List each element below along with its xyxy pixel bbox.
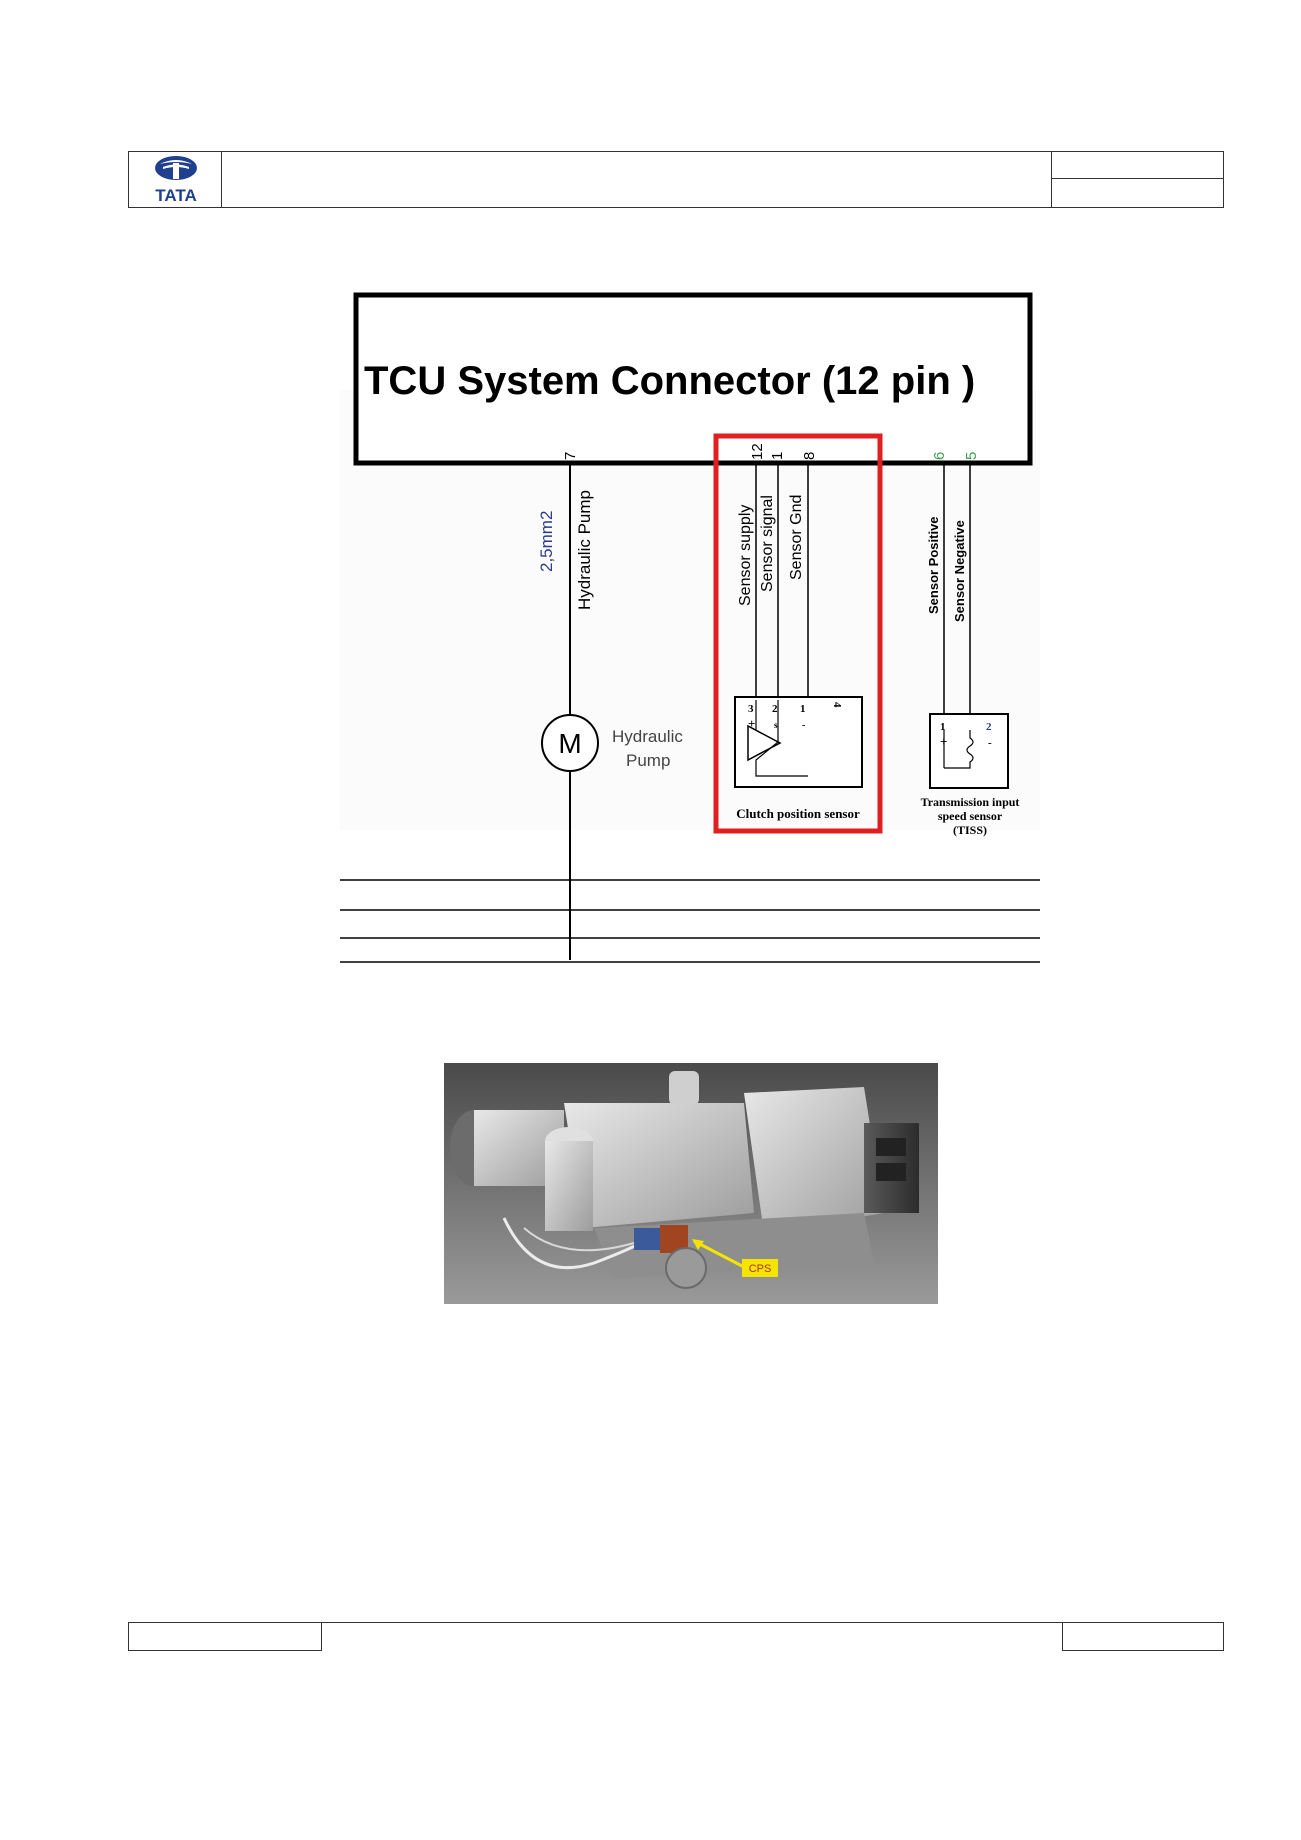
cps-terminal-dot: - — [802, 720, 805, 731]
cps-callout-arrowhead — [692, 1239, 704, 1250]
logo-wordmark: TATA — [155, 186, 197, 205]
photo-top-cap — [669, 1071, 699, 1105]
cps-terminal-2: 2 — [772, 703, 778, 715]
cps-callout-arrow — [693, 1239, 745, 1269]
pin-number-5: 5 — [963, 452, 980, 460]
photo-valve-block — [744, 1087, 884, 1233]
cps-terminal-4: 4 — [831, 702, 843, 708]
photo-main-housing — [564, 1103, 754, 1228]
tiss-terminal-2: 2 — [986, 721, 992, 733]
photo-front-motor — [545, 1141, 593, 1231]
photo-cps-plug — [634, 1228, 660, 1250]
tata-logo-icon: TATA — [155, 156, 197, 205]
photo-gear — [665, 1247, 707, 1289]
sensor-gnd-label: Sensor Gnd — [788, 495, 805, 580]
pin-number-7: 7 — [562, 452, 579, 460]
tiss-label-line1: Transmission input — [921, 795, 1020, 809]
tiss-label-line2: speed sensor — [938, 809, 1003, 823]
motor-letter: M — [558, 728, 581, 759]
tiss-coil-symbol — [944, 730, 974, 769]
page-footer — [128, 1622, 1224, 1651]
tcu-connector-box — [353, 292, 1033, 466]
connector-title: TCU System Connector (12 pin ) — [364, 359, 975, 403]
pin-number-6: 6 — [931, 452, 948, 460]
cps-internal-wiring — [755, 700, 808, 777]
pin-number-12: 12 — [749, 443, 766, 460]
footer-middle-rule — [322, 1622, 1062, 1623]
wiring-diagram: TCU System Connector (12 pin ) 7 12 1 8 … — [340, 292, 1040, 963]
cps-terminal-3: 3 — [748, 703, 754, 715]
cps-highlight-box — [713, 433, 883, 834]
header-meta-cell — [1051, 152, 1223, 207]
sensor-supply-label: Sensor supply — [737, 505, 754, 606]
cps-terminal-1: 1 — [800, 703, 806, 715]
tiss-label-line3: (TISS) — [953, 823, 987, 837]
cps-label: Clutch position sensor — [736, 806, 860, 821]
photo-wire-2 — [523, 1227, 635, 1252]
motor-symbol — [541, 714, 599, 772]
footer-right-cell — [1062, 1622, 1224, 1651]
tata-logo: TATA — [141, 154, 211, 206]
header-meta-divider — [1052, 178, 1223, 179]
motor-label-line1: Hydraulic — [612, 727, 683, 746]
sensor-signal-label: Sensor signal — [759, 495, 776, 592]
tiss-terminal-minus: - — [988, 737, 992, 749]
pin-number-8: 8 — [801, 452, 818, 460]
pin-number-1: 1 — [769, 452, 786, 460]
footer-left-cell — [128, 1622, 322, 1651]
cps-terminal-s: s — [774, 720, 778, 730]
motor-label-line2: Pump — [626, 751, 670, 770]
wire-size-label: 2,5mm2 — [537, 511, 556, 572]
tiss-sensor-block — [929, 713, 1009, 789]
photo-connector-slot-1 — [876, 1138, 906, 1156]
cps-amplifier-symbol — [747, 724, 782, 762]
cps-callout-label: CPS — [749, 1263, 772, 1275]
page-header: TATA — [128, 151, 1224, 208]
actuator-photo: CPS — [444, 1063, 938, 1304]
cps-terminal-plus: + — [748, 716, 755, 731]
sensor-positive-label: Sensor Positive — [926, 516, 941, 614]
logo-cell: TATA — [129, 152, 222, 207]
hydraulic-pump-wire-label: Hydraulic Pump — [575, 490, 594, 610]
cps-callout-box — [742, 1259, 778, 1277]
tiss-terminal-1: 1 — [940, 721, 946, 733]
sensor-negative-label: Sensor Negative — [952, 520, 967, 622]
photo-connector-slot-2 — [876, 1163, 906, 1181]
